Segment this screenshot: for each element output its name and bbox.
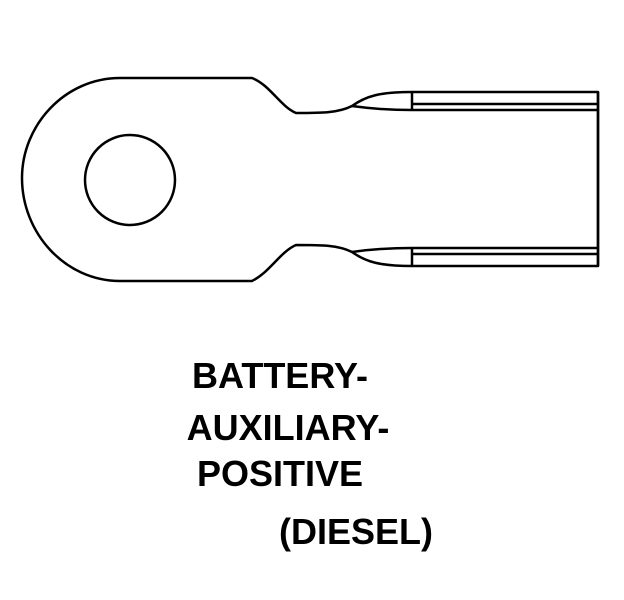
caption-line-1: BATTERY-: [192, 355, 368, 396]
caption-line-4: (DIESEL): [278, 511, 433, 552]
ring-hole: [83, 133, 177, 227]
crimp-curl-bottom: [351, 246, 413, 254]
crimp-curl-top: [351, 104, 413, 112]
caption-line-2: AUXILIARY-: [186, 407, 390, 448]
caption-line-3: POSITIVE: [196, 453, 364, 494]
terminal-outline: [20, 76, 600, 283]
